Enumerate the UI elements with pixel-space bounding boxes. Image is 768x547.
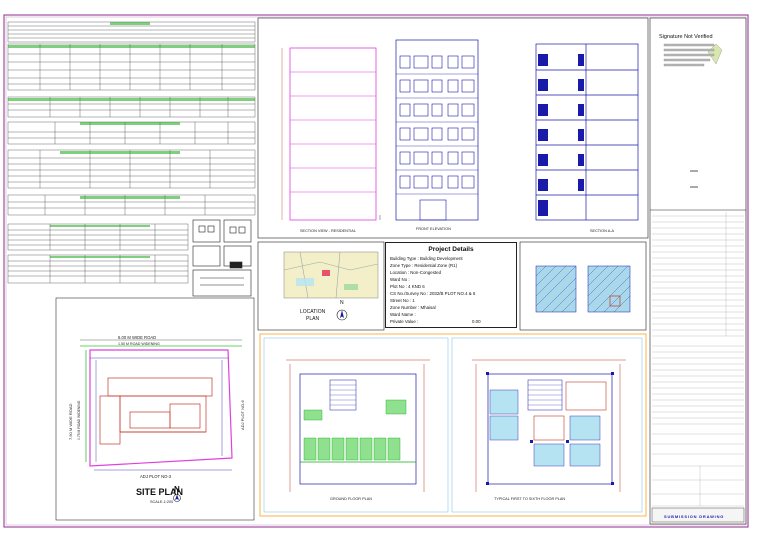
project-detail-line: Private Value : [390,319,419,324]
building-footprint [99,377,213,445]
table-header-bands [8,22,255,258]
hatch-diagram-frame [519,241,647,331]
section-aa-title: SECTION A-A [590,229,615,233]
project-detail-line: Ward No : [390,277,410,282]
front-elevation-title: FRONT ELEVATION [416,227,451,231]
section-stair-blocks [538,54,584,216]
sheet-border [3,14,749,528]
site-plan-north-letter: N [174,485,180,494]
location-plan-title-line1: LOCATION [300,309,326,315]
site-plan-frame [55,297,255,521]
project-detail-line: Location : Non-Congested [390,270,442,275]
title-block-rows [652,212,744,507]
plot-boundary [89,349,233,467]
ground-floor-title: GROUND FLOOR PLAN [330,497,372,501]
project-detail-line: Plot No : 4 KND 6 [390,284,425,289]
signature-title: Signature Not Verified [659,34,713,40]
front-elevation-drawing: FRONT ELEVATION [395,39,479,231]
ground-floor-plan-drawing: GROUND FLOOR PLAN [286,359,430,501]
location-plan-map: LOCATION PLAN N [283,251,379,322]
location-north-letter: N [340,300,344,306]
project-detail-line: Zone Number : Mhaisal [390,305,436,310]
road-widening-left-label: 0.75 M ROAD WIDENING [77,400,81,440]
adj-plot-bottom-label: ADJ PLOT NO-3 [140,474,172,479]
site-plan-scale: SCALE-1:200 [150,500,173,504]
submission-stamp-text: SUBMISSION DRAWING [664,514,724,519]
site-plan-drawing: 6.00 M WIDE ROAD 1.50 M ROAD WIDENING 7.… [68,335,245,504]
project-details-box: Project Details Building Type : Building… [385,242,517,328]
adj-plot-right-label: ADJ PLOT NO-6 [240,400,245,430]
column-markers [486,372,614,485]
typical-floor-frame [451,337,643,513]
dimension-lines [90,357,232,471]
project-detail-line: Ward Name : [390,312,416,317]
project-detail-line: CS No./Survey No : 2032/B PLOT NO.4 & 6 [390,291,476,296]
ground-floor-frame [263,337,449,513]
project-detail-value: 0.00 [472,319,481,324]
section-view-title: SECTION VIEW - RESIDENTIAL [300,229,356,233]
location-plan-frame [257,241,385,331]
typical-floor-title: TYPICAL FIRST TO SIXTH FLOOR PLAN [494,497,565,501]
area-statement-tables [7,21,256,284]
project-detail-line: Building Type : Building Development [390,256,463,261]
site-plan-title: SITE PLAN [136,487,183,497]
title-block-frame [649,17,747,525]
room-blocks [489,389,601,467]
elevations-frame [257,17,649,239]
road-left-label: 7.50 M WIDE ROAD [68,403,73,440]
section-view-drawing: SECTION VIEW - RESIDENTIAL [281,47,381,233]
location-north-pointer-icon [340,310,344,318]
road-widening-top-label: 1.50 M ROAD WIDENING [118,342,160,346]
project-detail-line: Street No : 1 [390,298,415,303]
project-details-title: Project Details [428,246,474,253]
section-aa-drawing: SECTION A-A [535,43,639,233]
floor-plans-frame [259,333,647,517]
submission-stamp-box [651,507,745,523]
project-detail-line: Zone Type : Residential Zone (R1) [390,263,458,268]
signature-stamp-graphic [663,43,723,67]
typical-floor-plan-drawing: TYPICAL FIRST TO SIXTH FLOOR PLAN [472,359,626,501]
hatch-diagram [535,265,631,313]
detail-symbols [192,219,252,297]
title-block-marks [690,170,698,188]
parking-bays [303,399,407,461]
location-plan-title-line2: PLAN [306,316,319,322]
north-arrow-pointer-icon [175,494,179,500]
elevation-windows [399,55,475,189]
road-top-label: 6.00 M WIDE ROAD [118,335,156,340]
